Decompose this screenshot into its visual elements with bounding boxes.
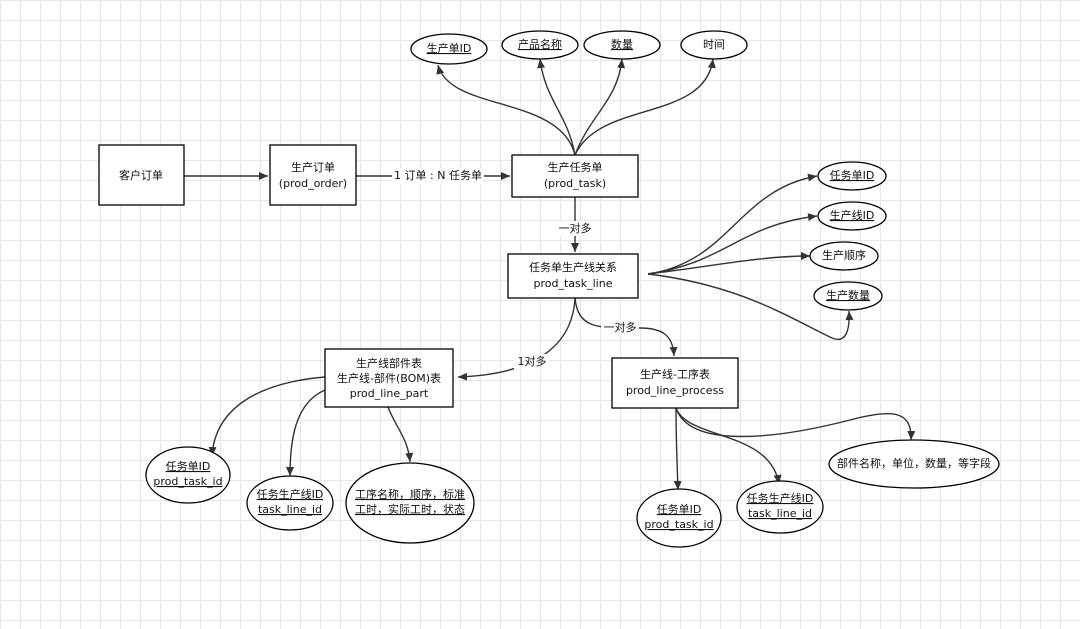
entity-prod-order[interactable]: 生产订单 (prod_order) [269,144,357,206]
attr-line-line-id[interactable]: 生产线ID [817,201,887,231]
edge-task-to-time [574,58,716,156]
entity-prod-line-part-table: prod_line_part [350,387,429,400]
attr-part-fields-line1: 工序名称，顺序，标准 [355,487,465,501]
edge-line-to-quantity [647,273,854,341]
attr-proc-fields[interactable]: 部件名称，单位，数量，等字段 [828,439,1000,489]
attr-part-task-id-column: prod_task_id [153,475,222,488]
edge-part-to-fields [387,406,414,463]
entity-prod-line-process-table: prod_line_process [626,384,724,397]
edge-part-to-line-id [286,389,326,477]
attr-line-task-id[interactable]: 任务单ID [817,161,887,191]
attr-line-quantity-label: 生产数量 [826,288,870,302]
attr-proc-task-id-column: prod_task_id [644,518,713,531]
entity-prod-order-table: (prod_order) [279,177,347,190]
entity-prod-line-process-name: 生产线-工序表 [640,367,710,381]
entity-prod-task-table: (prod_task) [544,177,606,190]
attr-proc-line-id-column: task_line_id [748,507,812,520]
attr-part-line-id-column: task_line_id [258,503,322,516]
attr-line-quantity[interactable]: 生产数量 [813,281,883,311]
entity-prod-line-part[interactable]: 生产线部件表 生产线-部件(BOM)表 prod_line_part [324,348,454,408]
relation-line-to-part: 1对多 [518,354,547,368]
entity-prod-line-part-name: 生产线部件表 [356,356,422,370]
attr-proc-task-id-name: 任务单ID [657,503,702,516]
relation-order-to-task: 1 订单 : N 任务单 [394,169,482,182]
attr-task-order-id-label: 生产单ID [427,41,472,55]
edge-task-to-order-id [436,64,576,156]
attr-task-product-name[interactable]: 产品名称 [501,30,579,60]
edge-task-to-quantity [574,58,626,156]
attr-part-line-id-name: 任务生产线ID [257,487,324,501]
attr-line-task-id-label: 任务单ID [830,169,875,182]
attr-proc-fields-label: 部件名称，单位，数量，等字段 [837,456,991,470]
edge-line-to-process [574,297,678,357]
entity-prod-task[interactable]: 生产任务单 (prod_task) [511,154,639,198]
attr-task-time-label: 时间 [703,38,725,51]
edge-line-to-task-id [647,173,818,275]
edge-part-to-task-id [208,376,326,457]
attr-part-task-id-name: 任务单ID [166,460,211,473]
edge-process-to-fields [675,407,916,441]
relation-line-to-process: 一对多 [604,320,637,334]
entity-customer-order-label: 客户订单 [119,168,163,182]
attr-task-order-id[interactable]: 生产单ID [410,33,488,65]
attr-proc-line-id-name: 任务生产线ID [747,491,814,505]
edge-line-to-line-id [647,213,818,275]
attr-line-order-label: 生产顺序 [822,248,866,262]
relation-labels: 1 订单 : N 任务单 一对多 1对多 一对多 [392,168,639,369]
entity-prod-line-part-subtitle: 生产线-部件(BOM)表 [337,371,441,385]
attr-task-time[interactable]: 时间 [680,30,748,60]
attr-line-order[interactable]: 生产顺序 [809,241,879,271]
edges [184,58,916,491]
entity-prod-line-process[interactable]: 生产线-工序表 prod_line_process [611,357,739,409]
entity-prod-task-name: 生产任务单 [548,160,603,174]
attr-part-fields[interactable]: 工序名称，顺序，标准 工时，实际工时，状态 [345,462,475,544]
attr-proc-line-id[interactable]: 任务生产线ID task_line_id [736,480,824,534]
edge-process-to-task-id [673,407,682,491]
relation-task-to-line: 一对多 [559,221,592,235]
edge-line-to-order [647,252,811,275]
entity-prod-task-line-table: prod_task_line [534,277,613,290]
attr-proc-task-id[interactable]: 任务单ID prod_task_id [636,488,722,548]
edge-task-to-product-name [537,58,576,156]
attr-task-quantity[interactable]: 数量 [583,30,661,60]
attr-part-fields-line2: 工时，实际工时，状态 [355,502,465,516]
attr-task-quantity-label: 数量 [611,38,633,51]
attr-part-task-id[interactable]: 任务单ID prod_task_id [145,446,231,504]
attr-part-line-id[interactable]: 任务生产线ID task_line_id [246,475,334,531]
entity-prod-task-line[interactable]: 任务单生产线关系 prod_task_line [507,253,639,299]
entity-prod-task-line-name: 任务单生产线关系 [529,260,617,274]
edge-process-to-line-id [675,407,782,485]
entity-customer-order[interactable]: 客户订单 [98,144,185,206]
entity-prod-order-name: 生产订单 [291,160,335,174]
attr-line-line-id-label: 生产线ID [830,208,875,222]
attr-task-product-name-label: 产品名称 [518,37,562,51]
